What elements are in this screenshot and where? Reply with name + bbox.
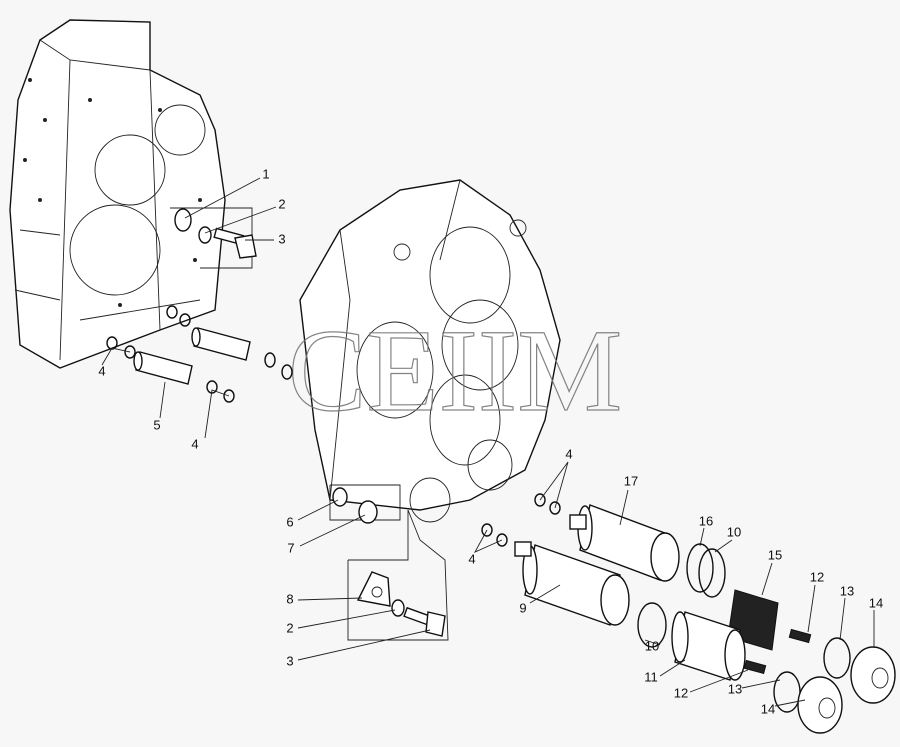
callout-3: 3 (278, 231, 285, 246)
cylinder-17 (569, 504, 680, 582)
callout-box-lower (347, 509, 449, 641)
callout-7: 7 (287, 540, 294, 555)
callout-5: 5 (153, 417, 160, 432)
callout-10: 10 (727, 524, 741, 539)
callout-12: 12 (674, 685, 688, 700)
callout-1: 1 (262, 166, 269, 181)
callout-labels: 1 2 3 4 5 4 6 7 8 2 3 4 4 17 16 10 15 9 … (98, 166, 883, 716)
callout-13: 13 (840, 583, 854, 598)
cap-14 (797, 646, 896, 734)
callout-13: 13 (728, 681, 742, 696)
callout-box-upper (170, 207, 257, 269)
callout-3: 3 (286, 653, 293, 668)
callout-12: 12 (810, 569, 824, 584)
callout-14: 14 (761, 701, 775, 716)
callout-14: 14 (869, 595, 883, 610)
callout-2: 2 (278, 196, 285, 211)
callout-4: 4 (191, 436, 198, 451)
cylinder-11 (671, 611, 767, 681)
callout-16: 16 (699, 513, 713, 528)
callout-4: 4 (468, 551, 475, 566)
callout-4: 4 (565, 446, 572, 461)
cylinder-9 (514, 541, 630, 626)
leader-lines (101, 177, 875, 707)
callout-17: 17 (624, 473, 638, 488)
pin-lower-5 (133, 351, 193, 385)
o-rings (106, 305, 561, 547)
pin-upper (191, 327, 251, 361)
callout-4: 4 (98, 363, 105, 378)
callout-8: 8 (286, 591, 293, 606)
callout-2: 2 (286, 620, 293, 635)
watermark: CEIIM (288, 305, 622, 436)
callout-10: 10 (645, 638, 659, 653)
left-gearbox-housing (9, 19, 226, 369)
callout-box-middle (329, 484, 401, 524)
callout-11: 11 (644, 669, 658, 684)
callout-9: 9 (519, 600, 526, 615)
main-gearbox-housing (299, 179, 561, 523)
callout-15: 15 (768, 547, 782, 562)
callout-6: 6 (286, 514, 293, 529)
